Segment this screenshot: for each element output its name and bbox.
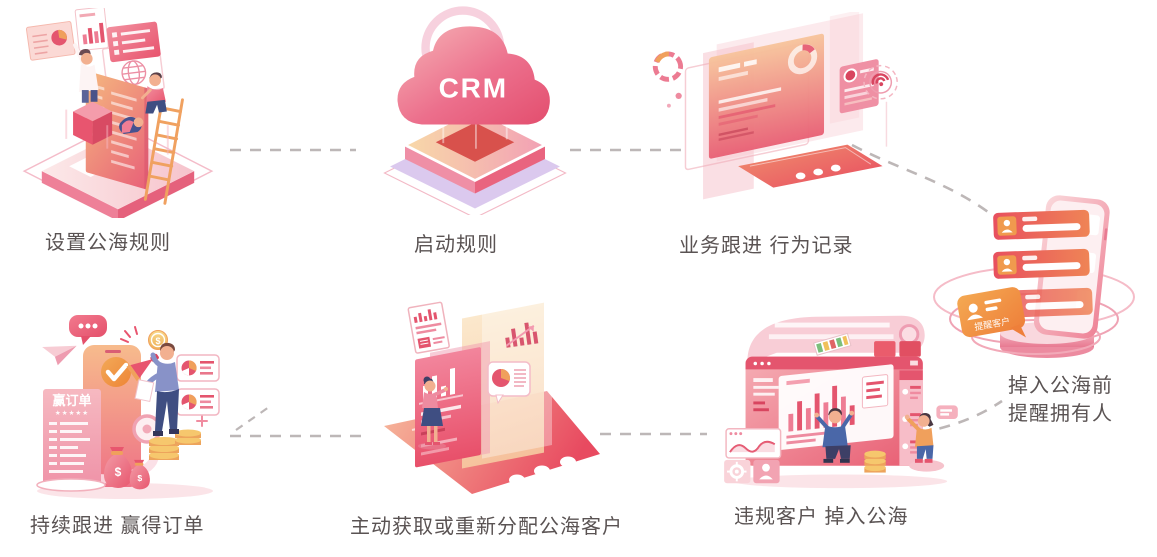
pie-bubble: [487, 361, 531, 405]
illustration-set-rules: [22, 8, 214, 218]
scroll-curl: [898, 324, 920, 345]
receipt-title: 赢订单: [52, 393, 91, 408]
loader-ring-icon: [652, 51, 684, 108]
side-card: [839, 59, 879, 114]
salesperson: [134, 342, 179, 436]
step-label-reassign: 主动获取或重新分配公海客户: [350, 516, 623, 538]
coin-stacks: [149, 429, 201, 460]
mini-bar-chart: [505, 322, 539, 348]
step-label-remind-owner: 掉入公海前 提醒拥有人: [1008, 375, 1113, 425]
connector-arrow-diagonal: [235, 406, 270, 431]
notification-card: [993, 248, 1090, 279]
coins-stack: [864, 450, 886, 473]
svg-text:$: $: [115, 465, 122, 479]
gear-card: [724, 459, 751, 484]
striped-card: [813, 332, 852, 356]
wifi-icon: [863, 64, 898, 100]
step-label-win-order: 持续跟进 赢得订单: [30, 515, 205, 537]
illustration-crm-cloud: CRM: [383, 6, 567, 215]
bar-card: [74, 8, 109, 52]
check-badge: [101, 357, 131, 387]
step-label-set-rules: 设置公海规则: [45, 232, 171, 254]
red-core: [435, 122, 515, 162]
base-outline: [22, 122, 214, 218]
wave-chart-card: [725, 428, 782, 459]
illustration-win-order: 赢订单 ★★★★★: [36, 315, 220, 499]
receipt: 赢订单 ★★★★★: [36, 389, 106, 492]
step-label-start-rules: 启动规则: [414, 234, 498, 256]
notification-card: [993, 209, 1090, 240]
person-crouching: [119, 116, 144, 134]
front-panel: [415, 347, 481, 468]
cloud: [397, 26, 550, 125]
step-label-business-follow: 业务跟进 行为记录: [679, 235, 854, 257]
person-front: [814, 408, 855, 463]
machine-header: [745, 356, 923, 370]
bar-chart-icon: [82, 22, 105, 45]
receipt-stars: ★★★★★: [55, 410, 89, 417]
person-right: [904, 405, 958, 472]
money-bag-icon: $: [103, 447, 133, 488]
list-card: [106, 21, 161, 63]
illustration-remind-owner: 提醒客户: [933, 195, 1135, 358]
step-label-violation-drop: 违规客户 掉入公海: [734, 506, 909, 528]
illustration-business-follow: [652, 12, 898, 200]
crm-text: CRM: [439, 72, 508, 103]
woman-figure: [418, 376, 448, 450]
chart-card: [176, 354, 220, 416]
svg-text:$: $: [155, 336, 160, 346]
paper-plane-icon: [42, 345, 77, 366]
document-card: [407, 301, 450, 354]
person-on-ladder: [140, 72, 167, 114]
illustration-violation-drop: [724, 315, 958, 489]
chat-bubble-icon: [69, 315, 107, 345]
pie-board: [25, 21, 76, 61]
person-on-pedestal: [73, 43, 99, 103]
illustration-reassign: [384, 296, 600, 494]
money-bag-icon: $: [129, 459, 150, 490]
reminder-badge: 提醒客户: [957, 287, 1027, 338]
platform: [738, 144, 883, 188]
svg-text:$: $: [137, 473, 142, 483]
person-card: [753, 459, 780, 484]
